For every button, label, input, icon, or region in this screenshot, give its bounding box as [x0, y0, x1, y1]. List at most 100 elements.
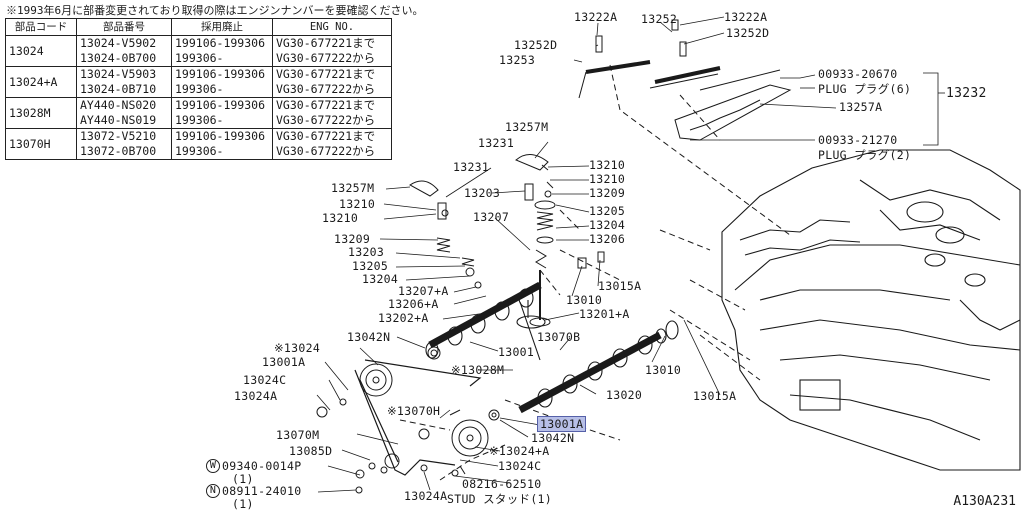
part-label-13207[interactable]: 13207 — [473, 210, 510, 224]
engine-number: VG30-677221まで — [276, 129, 376, 143]
part-label-13210[interactable]: 13210 — [322, 211, 359, 225]
part-label-13070m[interactable]: 13070M — [276, 428, 320, 442]
part-label-13203[interactable]: 13203 — [348, 245, 385, 259]
part-label-08911-24010[interactable]: 08911-24010 — [222, 484, 302, 498]
date-range: 199306- — [175, 144, 224, 158]
part-label-13028m[interactable]: ※13028M — [451, 363, 505, 377]
part-label-13015a[interactable]: 13015A — [598, 279, 642, 293]
part-label-13202a[interactable]: 13202+A — [378, 311, 429, 325]
rocker-assembly-top — [578, 19, 792, 141]
engine-number: VG30-677222から — [276, 82, 376, 96]
part-number-table: 部品コード 部品番号 採用廃止 ENG NO. 13024 13024-V590… — [5, 18, 392, 160]
part-label-13231[interactable]: 13231 — [453, 160, 490, 174]
date-range: 199306- — [175, 51, 224, 65]
engine-number: VG30-677222から — [276, 144, 376, 158]
alignment-lines — [399, 64, 791, 481]
part-label-13001[interactable]: 13001 — [498, 345, 535, 359]
part-label-13085d[interactable]: 13085D — [289, 444, 333, 458]
part-label-13252d[interactable]: 13252D — [514, 38, 558, 52]
part-label-13210[interactable]: 13210 — [339, 197, 376, 211]
part-number: 13072-V5210 — [80, 129, 157, 143]
part-label-13070h[interactable]: ※13070H — [387, 404, 441, 418]
part-label-00933-20670[interactable]: 00933-20670 — [818, 67, 898, 81]
engine-number: VG30-677221まで — [276, 98, 376, 112]
part-label-09340-0014p[interactable]: 09340-0014P — [222, 459, 302, 473]
part-label-13201a[interactable]: 13201+A — [579, 307, 630, 321]
part-label-13024c[interactable]: 13024C — [243, 373, 287, 387]
date-range: 199106-199306 — [175, 98, 266, 112]
part-label-13204[interactable]: 13204 — [589, 218, 626, 232]
part-code-cell: 13028M — [5, 97, 77, 129]
part-label-13042n[interactable]: 13042N — [347, 330, 391, 344]
part-number: 13024-0B710 — [80, 82, 157, 96]
part-label-13257m[interactable]: 13257M — [505, 120, 549, 134]
part-label-13210[interactable]: 13210 — [589, 158, 626, 172]
part-label-13024a-star[interactable]: ※13024+A — [489, 444, 550, 458]
engine-block — [721, 149, 1021, 471]
part-label-13210[interactable]: 13210 — [589, 172, 626, 186]
part-label-13020[interactable]: 13020 — [606, 388, 643, 402]
leader-lines — [316, 16, 945, 493]
table-header-row: 部品コード 部品番号 採用廃止 ENG NO. — [5, 18, 392, 36]
part-number: 13024-V5902 — [80, 36, 157, 50]
circle-w-marker: W — [206, 459, 220, 473]
column-header: 部品番号 — [76, 18, 172, 36]
part-label-08216-62510[interactable]: 08216-62510 — [462, 477, 542, 491]
part-label-13070b[interactable]: 13070B — [537, 330, 581, 344]
qty-label: (1) — [232, 472, 254, 486]
part-label-13209[interactable]: 13209 — [334, 232, 371, 246]
engine-number: VG30-677221まで — [276, 36, 376, 50]
part-label-13207a[interactable]: 13207+A — [398, 284, 449, 298]
part-label-13205[interactable]: 13205 — [589, 204, 626, 218]
part-label-13024a[interactable]: 13024A — [404, 489, 448, 503]
part-label-13252d[interactable]: 13252D — [726, 26, 770, 40]
part-label-13010[interactable]: 13010 — [566, 293, 603, 307]
qty-label: (1) — [232, 497, 254, 511]
part-label-13015a[interactable]: 13015A — [693, 389, 737, 403]
stud-qty-label: STUD スタッド(1) — [447, 492, 552, 506]
timing-belt — [354, 359, 482, 476]
header-note: ※1993年6月に部番変更されており取得の際はエンジンナンバーを要確認ください。 — [6, 4, 424, 17]
part-label-13042n[interactable]: 13042N — [531, 431, 575, 445]
plug-qty-2: PLUG プラグ(2) — [818, 148, 912, 162]
part-label-13257m[interactable]: 13257M — [331, 181, 375, 195]
part-label-13209[interactable]: 13209 — [589, 186, 626, 200]
part-code-cell: 13024+A — [5, 66, 77, 98]
part-label-13257a[interactable]: 13257A — [839, 100, 883, 114]
part-label-13231[interactable]: 13231 — [478, 136, 515, 150]
part-label-13024c[interactable]: 13024C — [498, 459, 542, 473]
column-header: ENG NO. — [272, 18, 392, 36]
date-range: 199106-199306 — [175, 129, 266, 143]
part-label-13010[interactable]: 13010 — [645, 363, 682, 377]
part-label-13205[interactable]: 13205 — [352, 259, 389, 273]
engine-number: VG30-677222から — [276, 113, 376, 127]
valve-parts — [409, 154, 605, 327]
camshaft-upper — [425, 281, 546, 361]
part-label-13206a[interactable]: 13206+A — [388, 297, 439, 311]
part-label-13001a-highlighted[interactable]: 13001A — [537, 416, 587, 432]
part-label-13252[interactable]: 13252 — [641, 12, 678, 26]
column-header: 部品コード — [5, 18, 77, 36]
part-label-13232[interactable]: 13232 — [946, 86, 987, 101]
part-label-13204[interactable]: 13204 — [362, 272, 399, 286]
pulleys — [359, 346, 489, 469]
part-label-13253[interactable]: 13253 — [499, 53, 536, 67]
part-label-13222a[interactable]: 13222A — [574, 10, 618, 24]
part-label-13024[interactable]: ※13024 — [274, 341, 321, 355]
part-label-13203[interactable]: 13203 — [464, 186, 501, 200]
part-label-13001a[interactable]: 13001A — [262, 355, 306, 369]
date-range: 199306- — [175, 113, 224, 127]
part-label-13206[interactable]: 13206 — [589, 232, 626, 246]
part-label-00933-21270[interactable]: 00933-21270 — [818, 133, 898, 147]
part-label-13222a[interactable]: 13222A — [724, 10, 768, 24]
part-label-13024a[interactable]: 13024A — [234, 389, 278, 403]
